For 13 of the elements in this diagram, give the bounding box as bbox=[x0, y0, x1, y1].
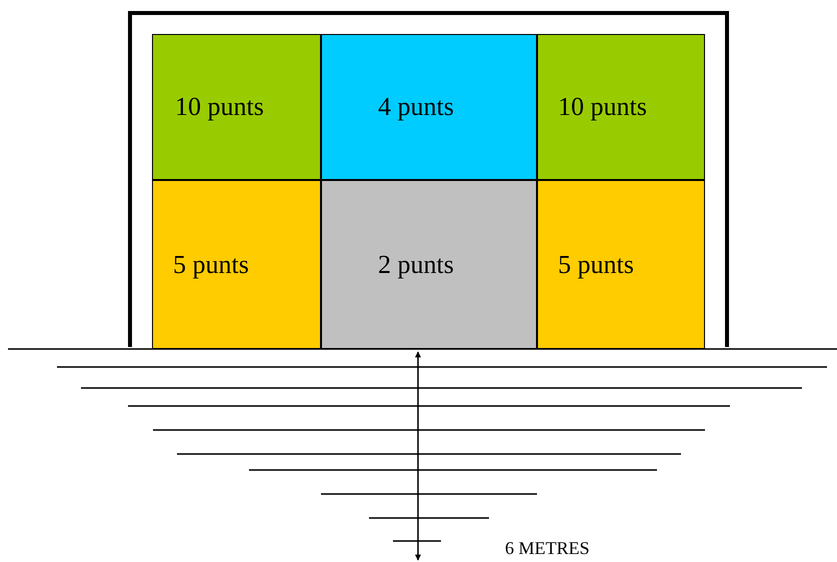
points-label: 10 punts bbox=[175, 92, 264, 122]
scoring-zone bbox=[321, 180, 537, 349]
points-label: 4 punts bbox=[378, 92, 454, 122]
distance-label: 6 METRES bbox=[505, 538, 590, 559]
scoring-zone bbox=[321, 34, 537, 180]
scoring-zone bbox=[152, 34, 321, 180]
points-label: 5 punts bbox=[558, 250, 634, 280]
points-label: 2 punts bbox=[378, 250, 454, 280]
scoring-zone bbox=[537, 180, 705, 349]
points-label: 10 punts bbox=[558, 92, 647, 122]
points-label: 5 punts bbox=[173, 250, 249, 280]
scoring-zone bbox=[537, 34, 705, 180]
scoring-zone bbox=[152, 180, 321, 349]
